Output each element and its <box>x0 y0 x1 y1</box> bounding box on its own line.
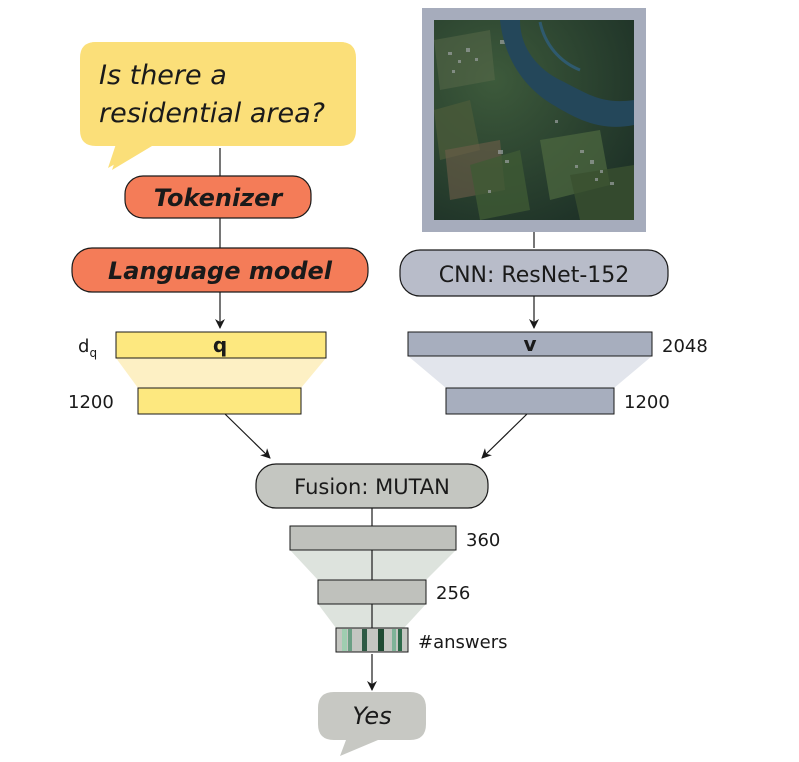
text-vector-branch: q dq 1200 <box>68 331 327 415</box>
mlp-layer-2-dim: 256 <box>436 583 470 604</box>
mlp-trapezoid-1 <box>290 550 456 580</box>
fusion-label: Fusion: MUTAN <box>294 475 450 499</box>
answer-bubble: Yes <box>318 692 426 756</box>
mlp-layers: 360 256 <box>289 525 500 628</box>
language-model-box: Language model <box>71 247 369 293</box>
q-vector <box>115 331 327 359</box>
tokenizer-label: Tokenizer <box>154 184 285 212</box>
v-reduced-dim: 1200 <box>624 392 670 413</box>
text-projection-trapezoid <box>116 358 326 388</box>
mlp-layer-1-dim: 360 <box>466 530 500 551</box>
answer-label: Yes <box>352 702 391 730</box>
question-text-line1: Is there a <box>99 60 227 91</box>
tokenizer-box: Tokenizer <box>124 175 312 219</box>
satellite-image <box>422 8 646 232</box>
q-vector-label: q <box>213 333 227 357</box>
answers-label: #answers <box>418 632 507 653</box>
v-reduced-vector <box>445 387 615 415</box>
v-dim: 2048 <box>662 336 708 357</box>
image-projection-trapezoid <box>408 356 652 388</box>
question-text-line2: residential area? <box>99 98 325 129</box>
q-reduced-dim: 1200 <box>68 392 114 413</box>
cnn-box: CNN: ResNet-152 <box>399 249 669 297</box>
fusion-box: Fusion: MUTAN <box>255 463 489 509</box>
dq-symbol: dq <box>78 336 97 360</box>
image-vector-branch: v 2048 1200 <box>407 331 708 415</box>
v-vector-label: v <box>523 332 536 356</box>
question-bubble: Is there a residential area? <box>80 42 356 170</box>
language-model-label: Language model <box>108 257 333 285</box>
answers-vector: #answers <box>335 627 507 653</box>
mlp-layer-1 <box>289 525 457 551</box>
connectors <box>215 148 539 691</box>
v-vector <box>407 331 653 357</box>
cnn-label: CNN: ResNet-152 <box>439 263 630 288</box>
mlp-layer-2 <box>317 579 427 605</box>
q-reduced-vector <box>137 387 302 415</box>
